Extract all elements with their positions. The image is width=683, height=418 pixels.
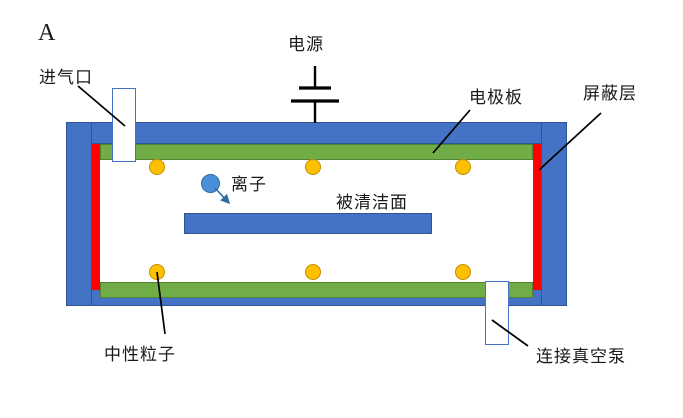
electrode-plate-top (100, 144, 533, 160)
neutral-particle (149, 264, 165, 280)
neutral-particle (149, 159, 165, 175)
shielding-layer-left (92, 144, 100, 290)
shielding-layer-right (533, 144, 541, 290)
label-gas-inlet: 进气口 (39, 68, 93, 87)
neutral-particle (455, 159, 471, 175)
power-source-symbol (291, 66, 339, 123)
label-shielding-layer: 屏蔽层 (583, 84, 637, 103)
neutral-particle (305, 264, 321, 280)
chamber-wall-left (66, 122, 92, 306)
gas-inlet-port (112, 88, 136, 162)
chamber-wall-right (541, 122, 567, 306)
vacuum-pump-port (485, 281, 509, 345)
label-electrode-plate: 电极板 (469, 88, 523, 107)
label-vacuum-pump: 连接真空泵 (536, 347, 626, 366)
label-power-source: 电源 (288, 35, 324, 54)
electrode-plate-bottom (100, 282, 533, 298)
cleaned-surface-bar (184, 213, 432, 234)
label-neutral-particle: 中性粒子 (104, 345, 176, 364)
chamber-wall-top (66, 122, 567, 144)
neutral-particle (455, 264, 471, 280)
panel-label-a: A (38, 20, 57, 46)
neutral-particle (305, 159, 321, 175)
label-cleaned-surface: 被清洁面 (336, 193, 408, 212)
label-ion: 离子 (231, 175, 267, 194)
ion-particle (201, 174, 220, 193)
